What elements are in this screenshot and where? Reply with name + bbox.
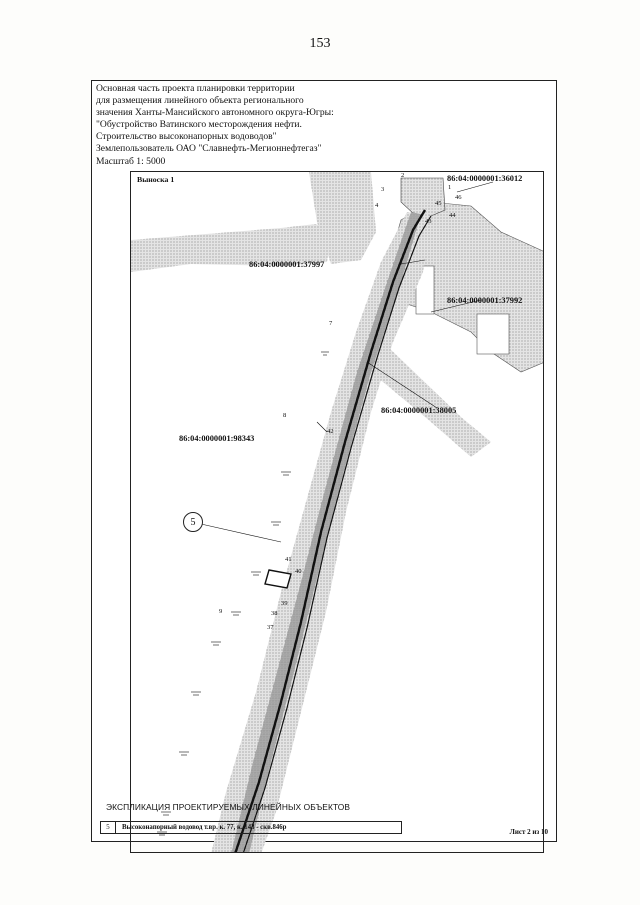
parcel-label-36012: 86:04:0000001:36012: [447, 174, 523, 183]
point-label: 41: [285, 556, 292, 563]
pipeline-strip: [231, 212, 421, 852]
callout-title: Выноска 1: [137, 175, 175, 184]
legend-row-number: 5: [101, 822, 116, 833]
header-line: для размещения линейного объекта региона…: [96, 95, 304, 107]
site-building: [476, 313, 510, 355]
parcel-label-38005: 86:04:0000001:38005: [381, 406, 457, 415]
point-label: 46: [455, 194, 462, 201]
parcel-label-37997: 86:04:0000001:37997: [249, 260, 325, 269]
point-label: 3: [381, 186, 385, 193]
pipeline-axis: [234, 209, 427, 852]
point-label: 43: [425, 218, 432, 225]
point-label: 44: [449, 212, 456, 219]
legend-row-text: Высоконапорный водовод т.вр. к. 77, к. 1…: [122, 824, 287, 831]
point-label: 9: [219, 608, 223, 615]
header-line: "Обустройство Ватинского месторождения н…: [96, 119, 302, 131]
point-label: 37: [267, 624, 274, 631]
map-drawing: [131, 172, 543, 852]
parcel-label-37992: 86:04:0000001:37992: [447, 296, 523, 305]
leader-line: [456, 181, 494, 193]
point-label: 38: [271, 610, 278, 617]
leader-line: [400, 259, 426, 265]
header-line: Основная часть проекта планировки террит…: [96, 83, 295, 94]
point-label: 39: [281, 600, 288, 607]
point-label: 8: [283, 412, 287, 419]
corridor-band: [131, 224, 331, 272]
header-line: значения Ханты-Мансийского автономного о…: [96, 107, 334, 119]
drawing-sheet: Основная часть проекта планировки террит…: [91, 80, 557, 853]
north-band: [309, 172, 376, 264]
point-label: 42: [327, 428, 334, 435]
leader-line: [366, 361, 438, 409]
point-label: 40: [295, 568, 302, 575]
header-line: Строительство высоконапорных водоводов": [96, 131, 277, 143]
marsh-symbols: [157, 351, 329, 836]
header-scale: Масштаб 1: 5000: [96, 155, 166, 167]
leader-line: [430, 299, 482, 313]
point-label: 45: [435, 200, 442, 207]
point-label: 7: [329, 320, 333, 327]
sheet-number: Лист 2 из 10: [509, 828, 548, 836]
crossing-box: [264, 569, 292, 589]
point-label: 4: [375, 202, 379, 209]
object-marker-circle: 5: [183, 512, 203, 532]
page-number: 153: [309, 36, 331, 51]
site-building: [415, 265, 435, 315]
pipeline-offset: [243, 215, 432, 852]
se-strip: [371, 342, 491, 457]
header-line: Землепользователь ОАО "Славнефть-Мегионн…: [96, 143, 322, 155]
pad-36012: [400, 177, 446, 217]
legend-title: ЭКСПЛИКАЦИЯ ПРОЕКТИРУЕМЫХ ЛИНЕЙНЫХ ОБЪЕК…: [106, 802, 351, 812]
leader-line: [200, 523, 282, 543]
legend-row: 5 Высоконапорный водовод т.вр. к. 77, к.…: [100, 821, 402, 834]
point-label: 1: [448, 184, 452, 191]
sheet-header: Основная часть проекта планировки террит…: [96, 83, 536, 168]
leader-line: [316, 421, 328, 433]
point-label: 2: [401, 172, 405, 179]
parcel-label-98343: 86:04:0000001:98343: [179, 434, 255, 443]
map-frame: Выноска 1 86:04:0000001:36012 86:04:0000…: [130, 171, 544, 853]
